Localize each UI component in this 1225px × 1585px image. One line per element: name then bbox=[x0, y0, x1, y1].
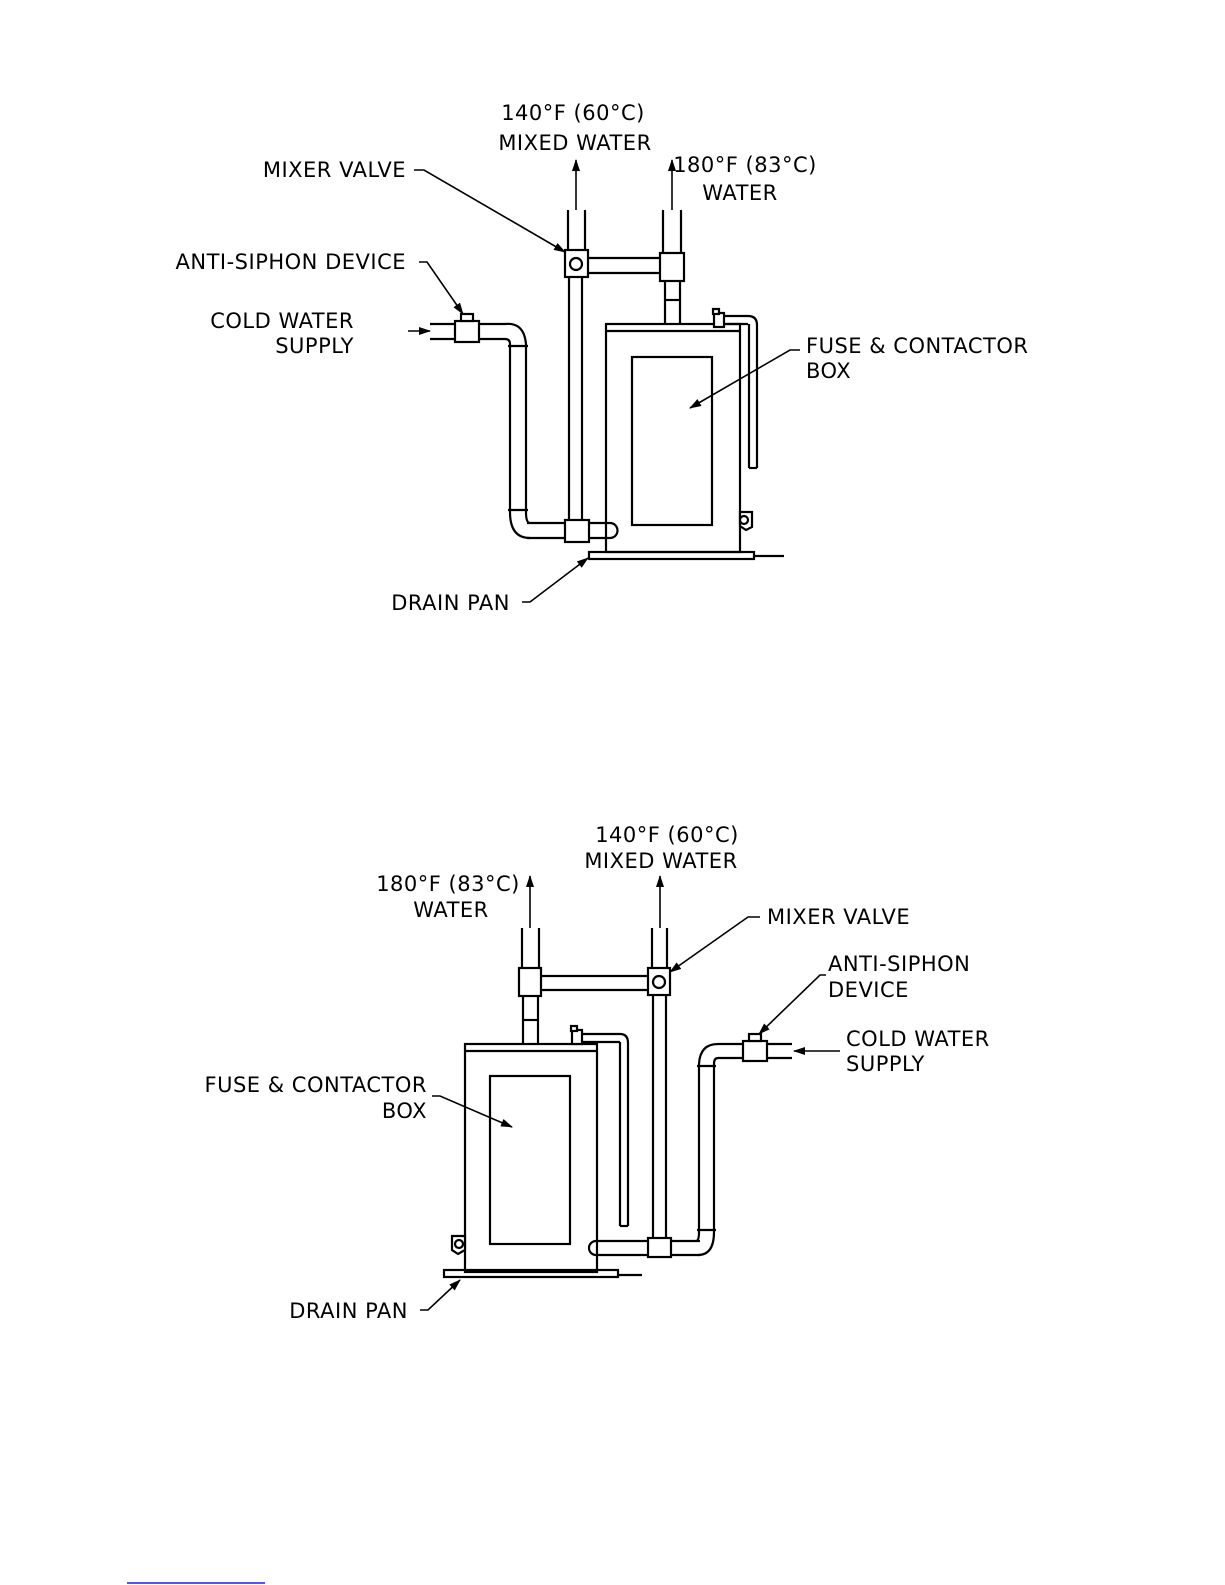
bottom-hot-water-label: WATER bbox=[413, 898, 489, 922]
top-fuse-box-label-1: FUSE & CONTACTOR bbox=[806, 334, 1028, 358]
top-anti-siphon-device bbox=[461, 314, 473, 321]
top-crossover-pipe bbox=[588, 258, 660, 273]
bottom-drain-valve bbox=[452, 1236, 465, 1254]
bottom-relief-valve bbox=[571, 1026, 628, 1226]
bottom-mixed-water-temp: 140°F (60°C) bbox=[595, 823, 739, 847]
bottom-heater-body bbox=[465, 1044, 597, 1272]
top-drain-pan-label: DRAIN PAN bbox=[391, 591, 510, 615]
bottom-hot-water-temp: 180°F (83°C) bbox=[376, 872, 520, 896]
bottom-mixer-valve bbox=[648, 968, 670, 995]
bottom-drain-pan-leader bbox=[420, 1280, 460, 1310]
top-hot-water-pipe bbox=[660, 210, 684, 324]
bottom-fuse-box-label-1: FUSE & CONTACTOR bbox=[205, 1073, 427, 1097]
top-hot-water-temp: 180°F (83°C) bbox=[673, 153, 817, 177]
bottom-fuse-box-label-2: BOX bbox=[382, 1099, 427, 1123]
bottom-mixed-water-pipe bbox=[648, 928, 670, 1240]
bottom-anti-siphon-label-1: ANTI-SIPHON bbox=[828, 952, 970, 976]
bottom-mixed-water-label: MIXED WATER bbox=[584, 849, 737, 873]
top-drain-pan bbox=[589, 552, 754, 559]
bottom-hot-water-pipe bbox=[519, 928, 541, 1044]
top-relief-valve bbox=[713, 309, 757, 468]
top-anti-siphon-label: ANTI-SIPHON DEVICE bbox=[176, 250, 407, 274]
bottom-drain-pan bbox=[444, 1270, 618, 1277]
bottom-fuse-contactor-box bbox=[490, 1076, 570, 1244]
bottom-anti-siphon-device bbox=[749, 1034, 761, 1041]
top-mixer-valve-label: MIXER VALVE bbox=[263, 158, 406, 182]
bottom-anti-siphon-label-2: DEVICE bbox=[828, 978, 909, 1002]
bottom-bottom-tee bbox=[589, 1238, 700, 1257]
top-mixed-water-temp: 140°F (60°C) bbox=[501, 101, 645, 125]
top-mixed-water-label: MIXED WATER bbox=[498, 131, 651, 155]
top-mixer-valve-leader bbox=[414, 170, 565, 252]
bottom-anti-siphon-leader bbox=[759, 975, 826, 1034]
top-cold-water-line bbox=[430, 314, 530, 538]
top-bottom-tee bbox=[527, 520, 618, 542]
top-fuse-contactor-box bbox=[632, 357, 712, 525]
bottom-mixer-valve-label: MIXER VALVE bbox=[767, 905, 910, 929]
bottom-drain-pan-label: DRAIN PAN bbox=[289, 1299, 408, 1323]
top-anti-siphon-leader bbox=[419, 262, 463, 314]
top-hot-water-label: WATER bbox=[702, 181, 778, 205]
top-cold-water-label-2: SUPPLY bbox=[275, 334, 354, 358]
bottom-crossover-pipe bbox=[541, 976, 648, 990]
bottom-cold-water-label-1: COLD WATER bbox=[846, 1027, 990, 1051]
top-cold-water-label-1: COLD WATER bbox=[210, 309, 354, 333]
top-fuse-box-label-2: BOX bbox=[806, 359, 851, 383]
top-heater-body bbox=[606, 324, 740, 552]
top-fuse-box-leader bbox=[690, 350, 800, 408]
top-drain-pan-leader bbox=[522, 558, 588, 602]
top-mixer-valve bbox=[565, 250, 588, 277]
bottom-cold-water-line bbox=[696, 1034, 792, 1255]
bottom-fuse-box-leader bbox=[432, 1096, 512, 1127]
top-mixed-water-pipe bbox=[565, 210, 588, 521]
bottom-mixer-valve-leader bbox=[670, 917, 760, 972]
top-diagram: 140°F (60°C) MIXED WATER 180°F (83°C) WA… bbox=[176, 101, 1029, 615]
top-drain-valve bbox=[740, 512, 752, 530]
bottom-diagram: 140°F (60°C) MIXED WATER 180°F (83°C) WA… bbox=[205, 823, 990, 1323]
bottom-cold-water-label-2: SUPPLY bbox=[846, 1052, 925, 1076]
